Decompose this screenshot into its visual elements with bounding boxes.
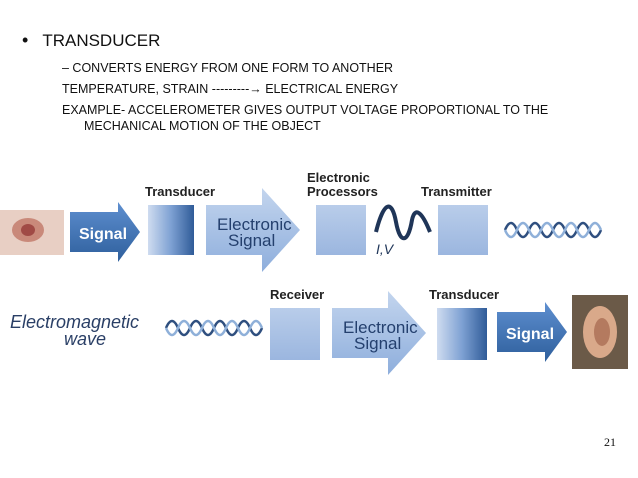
bullet-icon: •: [22, 30, 29, 50]
em-wave-label-2: wave: [64, 329, 106, 349]
transmission-diagram: Signal Transducer Electronic Signal Elec…: [0, 170, 628, 375]
processors-label-2: Processors: [307, 184, 378, 199]
transducer-block-top: [148, 205, 194, 255]
bullet-heading: TRANSDUCER: [42, 30, 161, 50]
receiver-box: [270, 308, 320, 360]
bullet-transducer: • TRANSDUCER: [22, 30, 160, 51]
electronic-signal-label-bottom-2: Signal: [354, 334, 401, 353]
ear-photo-right: [572, 295, 628, 369]
wave-icon-top: [503, 221, 603, 239]
em-wave-label-1: Electromagnetic: [10, 312, 139, 332]
signal-label-top: Signal: [79, 226, 127, 243]
transducer-label-bottom: Transducer: [429, 287, 499, 302]
subpoint-temperature: TEMPERATURE, STRAIN ---------→ ELECTRICA…: [62, 82, 399, 96]
signal-label-bottom: Signal: [506, 326, 554, 343]
transducer-label-top: Transducer: [145, 184, 215, 199]
subpoint-example-line2: MECHANICAL MOTION OF THE OBJECT: [84, 119, 321, 133]
electronic-signal-arrow-bottom: [332, 291, 426, 375]
electronic-signal-label-bottom-1: Electronic: [343, 318, 418, 337]
transmitter-label: Transmitter: [421, 184, 492, 199]
electronic-signal-arrow-top: [206, 188, 300, 272]
signal-arrow-top: [70, 202, 140, 262]
iv-waveform-icon: [374, 204, 432, 241]
electronic-signal-label-top-2: Signal: [228, 231, 275, 250]
transmitter-box: [438, 205, 488, 255]
processors-label-1: Electronic: [307, 170, 370, 185]
subpoint-converts: – CONVERTS ENERGY FROM ONE FORM TO ANOTH…: [62, 61, 394, 75]
page-number: 21: [604, 435, 616, 449]
iv-label: I,V: [376, 241, 395, 257]
signal-arrow-bottom: [497, 302, 567, 362]
ear-photo-left: [0, 210, 64, 255]
processor-box: [316, 205, 366, 255]
receiver-label: Receiver: [270, 287, 324, 302]
transducer-block-bottom: [437, 308, 487, 360]
subpoint-example-line1: EXAMPLE- ACCELEROMETER GIVES OUTPUT VOLT…: [62, 103, 549, 117]
wave-icon-bottom: [164, 319, 264, 337]
electronic-signal-label-top-1: Electronic: [217, 215, 292, 234]
